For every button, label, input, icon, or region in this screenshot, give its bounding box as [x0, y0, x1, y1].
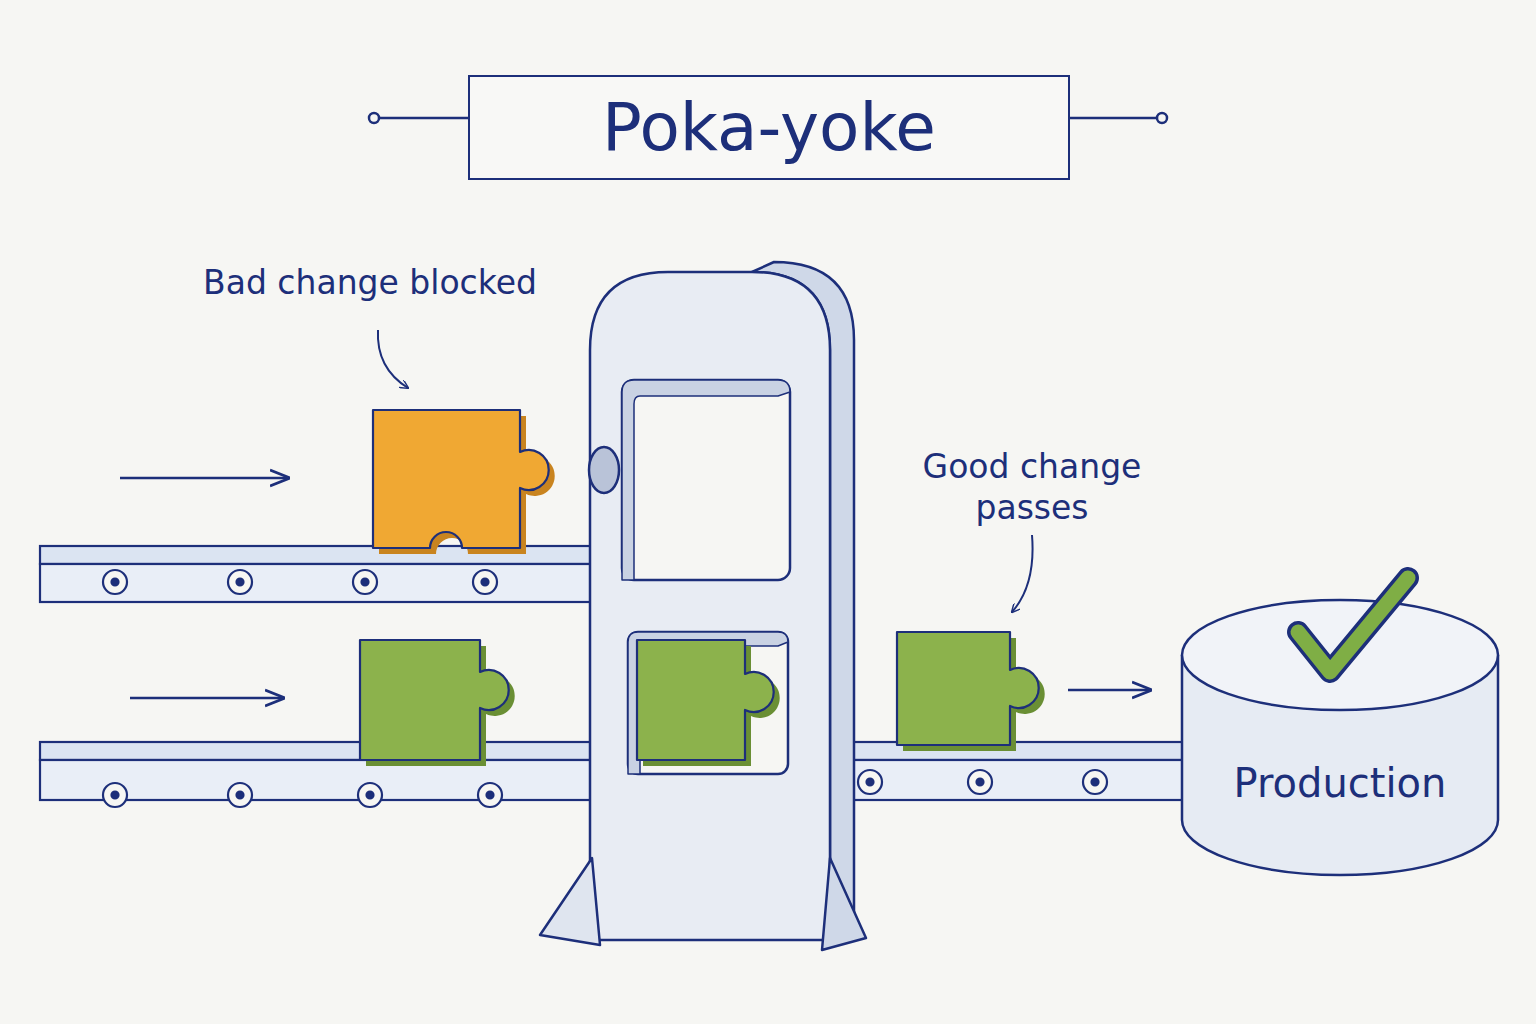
good-change-piece — [360, 632, 1045, 766]
bad-change-piece — [373, 410, 555, 554]
check-mark — [1298, 578, 1408, 672]
check-mark-outline — [1298, 578, 1408, 672]
production-cylinder: Production — [1180, 560, 1500, 890]
callout-note: Bad change blocked — [180, 262, 560, 303]
poka-yoke-gate — [540, 262, 866, 950]
callout-note: Good change passes — [912, 446, 1152, 529]
conveyor-belt — [40, 546, 596, 602]
node-label: Production — [1180, 760, 1500, 806]
title-text: Poka-yoke — [602, 89, 936, 166]
cylinder-outline — [1180, 560, 1500, 890]
title-box: Poka-yoke — [468, 75, 1070, 180]
